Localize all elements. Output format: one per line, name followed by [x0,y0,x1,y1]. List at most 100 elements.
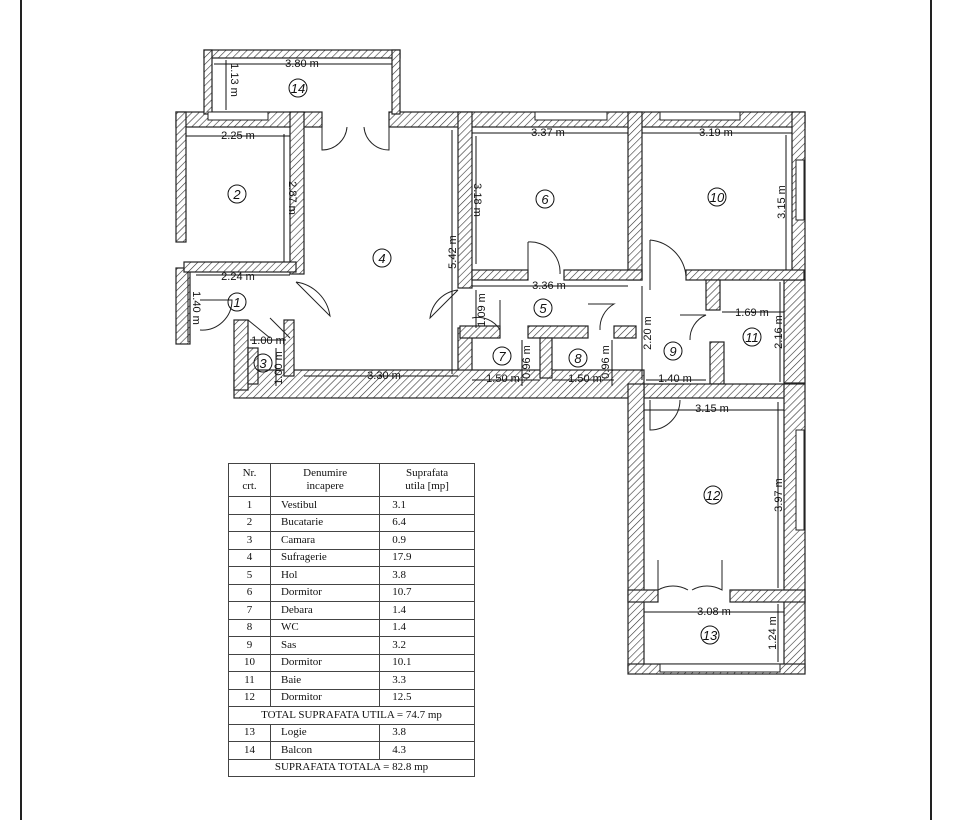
dim-living-depth: 5.42 m [447,235,459,269]
row-area: 1.4 [379,601,475,620]
row-name: Hol [269,566,381,585]
walls [175,49,806,675]
dim-hol-width: 3.36 m [532,280,566,292]
header-nr-line1: Nr. [242,467,257,479]
row-area: 3.8 [379,723,475,742]
total-useful-area: TOTAL SUPRAFATA UTILA = 74.7 mp [228,706,475,725]
dim-camara-width: 1.00 m [251,335,285,347]
room-number-11: 11 [745,330,759,345]
row-area: 3.3 [379,671,475,690]
header-nr-line2: crt. [242,480,257,492]
row-area: 1.4 [379,618,475,637]
row-area: 3.1 [379,496,475,515]
total-area: SUPRAFATA TOTALA = 82.8 mp [228,758,475,777]
dim-living-width: 3.30 m [367,370,401,382]
row-area: 6.4 [379,513,475,532]
header-name-line2: incapere [306,480,344,492]
windows [207,111,805,673]
dim-vestibul-width: 2.24 m [221,271,255,283]
row-nr: 13 [228,723,271,742]
row-nr: 9 [228,636,271,655]
dim-bedroom12-width: 3.15 m [695,403,729,415]
dim-hol-depth: 1.09 m [476,293,488,327]
dim-bath-depth: 2.16 m [773,315,785,349]
row-name: WC [269,618,381,637]
total-useful-row: TOTAL SUPRAFATA UTILA = 74.7 mp [228,706,475,725]
room-number-14: 14 [291,81,305,96]
room-numbers [227,78,762,645]
row-nr: 8 [228,618,271,637]
room-number-13: 13 [703,628,718,643]
dim-logie-depth: 1.24 m [767,616,779,650]
row-name: Dormitor [269,688,381,707]
row-nr: 5 [228,566,271,585]
row-area: 12.5 [379,688,475,707]
dim-sas-width: 1.40 m [658,373,692,385]
dim-bedroom6-width: 3.37 m [531,127,565,139]
room-number-7: 7 [498,349,506,364]
row-nr: 11 [228,671,271,690]
row-name: Dormitor [269,583,381,602]
row-nr: 7 [228,601,271,620]
doors [199,126,723,591]
row-area: 10.7 [379,583,475,602]
dimension-lines [186,60,792,662]
row-name: Camara [269,531,381,550]
row-name: Dormitor [269,653,381,672]
row-name: Debara [269,601,381,620]
row-name: Baie [269,671,381,690]
dim-logie-width: 3.08 m [697,606,731,618]
header-area-line2: utila [mp] [405,480,449,492]
room-number-2: 2 [232,187,241,202]
row-area: 17.9 [379,548,475,567]
room-number-10: 10 [710,190,725,205]
room-number-labels: 1 2 3 4 5 6 7 8 9 10 11 12 13 14 [232,81,758,643]
room-number-5: 5 [539,301,547,316]
dim-vestibul-depth: 1.40 m [190,291,202,325]
row-nr: 6 [228,583,271,602]
row-area: 3.8 [379,566,475,585]
dim-camara-depth: 1.00 m [273,351,285,385]
row-nr: 14 [228,741,271,760]
row-name: Bucatarie [269,513,381,532]
dim-balcony-width: 3.80 m [285,58,319,70]
dim-kitchen-depth: 2.87 m [286,181,298,215]
page-border-left [20,0,22,820]
dim-bedroom12-depth: 3.97 m [773,478,785,512]
row-name: Balcon [269,741,381,760]
dim-kitchen-width: 2.25 m [221,130,255,142]
dim-bedroom6-depth: 3.18 m [471,183,483,217]
total-all-row: SUPRAFATA TOTALA = 82.8 mp [228,758,475,777]
dim-bedroom10-width: 3.19 m [699,127,733,139]
room-number-3: 3 [259,356,267,371]
row-nr: 10 [228,653,271,672]
dim-debara-width: 1.50 m [486,373,520,385]
page-border-right [930,0,932,820]
dim-debara-depth: 0.96 m [521,345,533,379]
row-area: 0.9 [379,531,475,550]
row-name: Sas [269,636,381,655]
row-nr: 3 [228,531,271,550]
room-number-1: 1 [233,295,240,310]
row-nr: 1 [228,496,271,515]
dim-sas-depth: 2.20 m [642,316,654,350]
row-nr: 4 [228,548,271,567]
header-name-line1: Denumire [303,467,348,479]
